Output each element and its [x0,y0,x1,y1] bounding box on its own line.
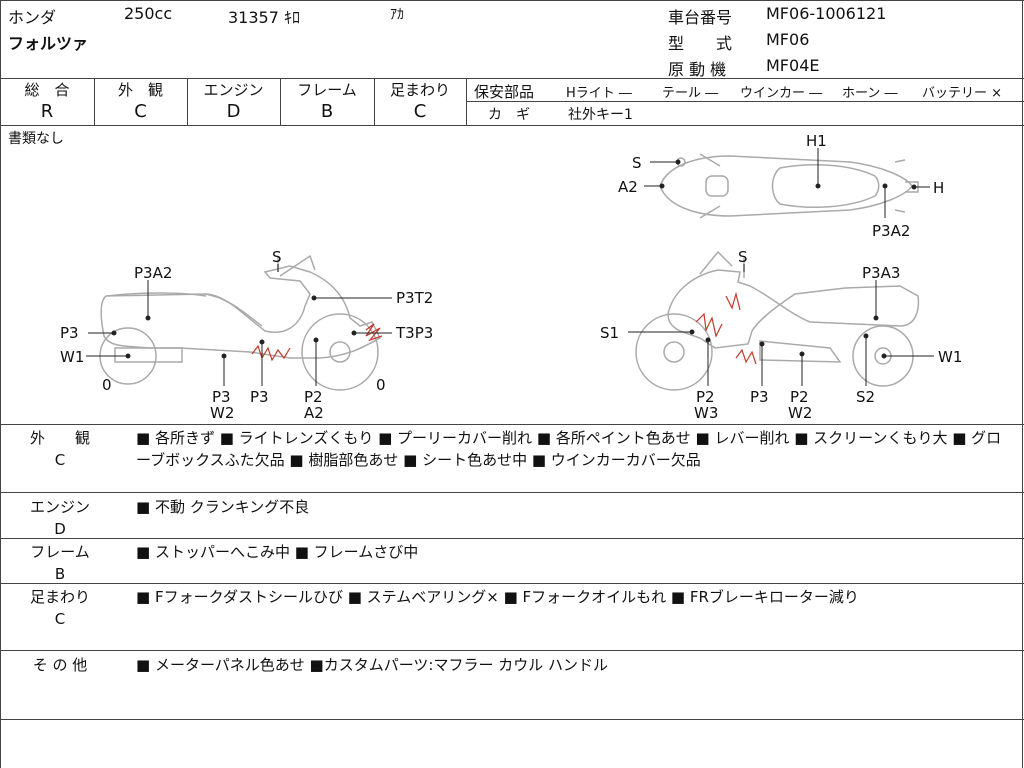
engine-model-label: 原 動 機 [668,60,727,79]
grade-row-bottom-line [0,125,1024,126]
label-top-h1: H1 [806,132,827,150]
section-divider [0,492,1024,493]
section-frame-grade: B [54,565,66,583]
section-exterior-text: ■ 各所きず ■ ライトレンズくもり ■ プーリーカバー削れ ■ 各所ペイント色… [136,429,1002,469]
label-right-b2: P3 [750,388,769,406]
grade-engine-value: D [226,101,241,122]
color: ｱｶ [390,7,404,23]
grade-suspension-label: 足まわり [389,81,450,99]
label-left-b1a: P3 [212,388,231,406]
label-left-s: S [272,248,282,266]
section-engine-grade: D [54,520,66,538]
section-frame-label: フレーム [30,543,90,561]
grade-suspension-value: C [413,101,427,122]
outer-border-left [0,0,1,768]
outer-border-right [1022,0,1023,768]
engine-model-value: MF04E [766,56,820,75]
label-right-w1: W1 [938,348,962,366]
section-divider [0,650,1024,651]
section-engine-text: ■ 不動 クランキング不良 [136,498,310,516]
grade-engine-label: エンジン [203,81,264,99]
label-right-b3b: W2 [788,404,812,422]
model-type-label: 型 式 [668,34,733,53]
section-frame-text: ■ ストッパーへこみ中 ■ フレームさび中 [136,543,419,561]
grade-overall-label: 総 合 [24,81,70,99]
section-engine-label: エンジン [29,498,90,516]
sections-top-line [0,424,1024,425]
label-top-a2: A2 [618,178,638,196]
label-left-zero-b: 0 [376,376,386,394]
label-left-zero-a: 0 [102,376,112,394]
label-right-p3a3: P3A3 [862,264,900,282]
damage-marks [251,291,757,365]
safety-battery: バッテリー × [922,86,1003,101]
section-other-text: ■ メーターパネル色あせ ■カスタムパーツ:マフラー カウル ハンドル [136,656,609,674]
label-right-b1a: P2 [696,388,715,406]
grade-frame-value: B [320,101,334,122]
grade-divider [94,78,95,125]
label-left-p3: P3 [60,324,79,342]
label-right-s2: S2 [856,388,875,406]
safety-tail: テール ― [662,86,719,101]
damage-diagram: S A2 H1 H P3A2 S P3A2 P3T2 P3 T3P3 W1 0 … [60,132,962,422]
label-left-p3t2: P3T2 [396,289,433,307]
grade-divider [280,78,281,125]
label-left-b1b: W2 [210,404,234,422]
maker: ホンダ [8,8,57,27]
safety-divider [466,101,1024,102]
section-suspension-grade: C [54,610,66,628]
grade-exterior-label: 外 観 [117,81,163,99]
displacement: 250cc [124,4,173,23]
safety-winker: ウインカー ― [740,86,823,101]
top-view-scooter [659,153,919,219]
grade-overall-value: R [40,101,54,122]
frame-number-label: 車台番号 [668,8,733,27]
label-right-b3a: P2 [790,388,809,406]
grade-divider [187,78,188,125]
grade-divider [374,78,375,125]
grade-frame-label: フレーム [297,81,357,99]
label-top-h: H [933,179,944,197]
section-other-label: そ の 他 [32,656,88,674]
label-left-p3a2: P3A2 [134,264,172,282]
model-type-value: MF06 [766,30,810,49]
section-divider [0,538,1024,539]
grade-row-top-line [0,78,1024,79]
frame-number-value: MF06-1006121 [766,4,887,23]
label-right-s1: S1 [600,324,619,342]
section-divider [0,719,1024,720]
mileage: 31357 ｷﾛ [228,8,300,27]
section-divider [0,583,1024,584]
label-left-b3a: P2 [304,388,323,406]
section-exterior-grade: C [54,451,66,469]
safety-horn: ホーン ― [842,86,898,101]
label-top-s: S [632,154,642,172]
documents-note: 書類なし [8,131,64,147]
section-exterior-label: 外 観 [29,429,90,447]
key-label: カ ギ [488,107,530,123]
label-left-b3b: A2 [304,404,324,422]
grade-exterior-value: C [134,101,147,122]
label-top-p3a2: P3A2 [872,222,910,240]
label-left-w1: W1 [60,348,84,366]
label-right-s: S [738,248,748,266]
key-value: 社外キー1 [568,107,633,123]
outer-border-top [0,0,1024,1]
label-left-t3p3: T3P3 [395,324,433,342]
section-suspension-label: 足まわり [29,588,90,606]
label-left-b2: P3 [250,388,269,406]
model-name: フォルツァ [8,34,89,53]
label-right-b1b: W3 [694,404,718,422]
safety-parts-label: 保安部品 [474,83,535,101]
section-suspension-text: ■ Fフォークダストシールひび ■ ステムベアリング× ■ Fフォークオイルもれ… [136,588,859,606]
safety-headlight: Hライト ― [566,86,632,101]
